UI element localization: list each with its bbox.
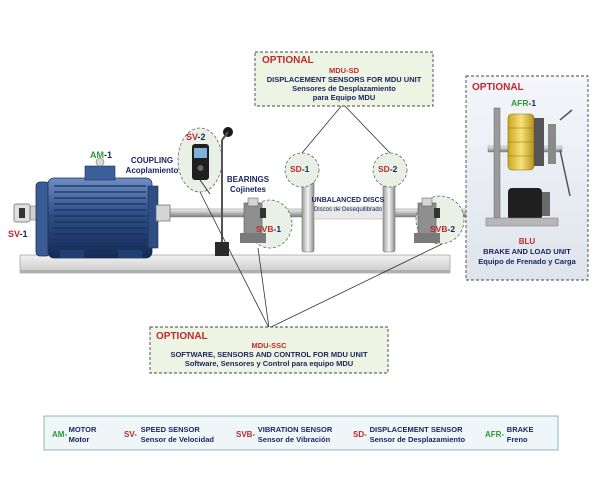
base-plate	[19, 254, 451, 274]
svb2-suffix: -2	[447, 224, 455, 234]
optional-sd-es1: Sensores de Desplazamiento	[292, 84, 396, 93]
legend-label-en: DISPLACEMENT SENSOR	[370, 425, 464, 434]
afr1-label: AFR-1	[511, 98, 536, 108]
bearings-label-en: BEARINGS	[227, 175, 270, 184]
legend-label-en: SPEED SENSOR	[141, 425, 201, 434]
legend-label-es: Sensor de Vibración	[258, 435, 331, 444]
am1-prefix: AM	[90, 150, 104, 160]
sd1-highlight	[284, 152, 320, 188]
discs-label-en: UNBALANCED DISCS	[312, 197, 385, 204]
sd1-suffix: -1	[302, 164, 310, 174]
coupling-label-es: Acoplamiento	[126, 166, 179, 175]
optional-mdu-sd-box: OPTIONAL MDU-SD DISPLACEMENT SENSORS FOR…	[254, 51, 434, 107]
optional-ssc-en: SOFTWARE, SENSORS AND CONTROL FOR MDU UN…	[170, 350, 368, 359]
speed-sensor-sv2	[192, 144, 211, 195]
unbalanced-discs	[301, 179, 396, 253]
coupling	[155, 204, 171, 222]
legend-label-es: Freno	[507, 435, 528, 444]
legend-code: SVB-	[236, 430, 255, 439]
legend-label-es: Motor	[69, 435, 90, 444]
svb1-label: SVB-1	[256, 224, 281, 234]
sv1-prefix: SV	[8, 229, 20, 239]
legend-label-en: MOTOR	[69, 425, 97, 434]
sensor-stand	[215, 127, 233, 256]
optional-ssc-title: OPTIONAL	[156, 331, 208, 342]
bearing-1	[240, 197, 266, 243]
coupling-label-en: COUPLING	[131, 156, 173, 165]
optional-sd-title: OPTIONAL	[262, 55, 314, 66]
optional-sd-code: MDU-SD	[329, 66, 360, 75]
svb1-prefix: SVB	[256, 224, 273, 234]
sv2-label: SV-2	[186, 132, 206, 142]
sd1-prefix: SD	[290, 164, 302, 174]
connector-lines	[199, 103, 443, 329]
svb2-prefix: SVB	[430, 224, 447, 234]
optional-sd-es2: para Equipo MDU	[313, 93, 376, 102]
legend-label-es: Sensor de Desplazamiento	[370, 435, 466, 444]
am1-suffix: -1	[104, 150, 112, 160]
discs-label-es: Discos de Desequilibrado	[314, 207, 383, 213]
sv1-suffix: -1	[20, 229, 28, 239]
sd1-label: SD-1	[290, 164, 310, 174]
optional-blu-title: OPTIONAL	[472, 82, 524, 93]
optional-mdu-ssc-box: OPTIONAL MDU-SSC SOFTWARE, SENSORS AND C…	[149, 326, 389, 374]
optional-blu-es: Equipo de Frenado y Carga	[478, 257, 576, 266]
legend-code: SV-	[124, 430, 137, 439]
speed-sensor-sv1	[13, 203, 31, 223]
legend-code: AFR-	[485, 430, 504, 439]
legend-label-en: BRAKE	[507, 425, 534, 434]
legend-label-en: VIBRATION SENSOR	[258, 425, 333, 434]
sv2-suffix: -2	[198, 132, 206, 142]
optional-ssc-code: MDU-SSC	[252, 341, 288, 350]
sd2-highlight	[372, 152, 408, 188]
legend-code: SD-	[353, 430, 367, 439]
sv2-prefix: SV	[186, 132, 198, 142]
svb1-suffix: -1	[273, 224, 281, 234]
optional-ssc-es: Software, Sensores y Control para equipo…	[185, 359, 353, 368]
bearings-label-es: Cojinetes	[230, 185, 267, 194]
bearing-2	[414, 197, 440, 243]
sd2-prefix: SD	[378, 164, 390, 174]
optional-sd-en: DISPLACEMENT SENSORS FOR MDU UNIT	[267, 75, 422, 84]
motor	[29, 157, 159, 259]
sv1-label: SV-1	[8, 229, 28, 239]
legend-label-es: Sensor de Velocidad	[141, 435, 215, 444]
afr1-suffix: -1	[528, 98, 536, 108]
afr1-prefix: AFR	[511, 98, 528, 108]
sd2-suffix: -2	[390, 164, 398, 174]
brake-unit	[485, 107, 573, 227]
optional-blu-code: BLU	[519, 237, 536, 246]
optional-blu-en: BRAKE AND LOAD UNIT	[483, 247, 571, 256]
am1-label: AM-1	[90, 150, 112, 160]
sd2-label: SD-2	[378, 164, 398, 174]
legend-code: AM-	[52, 430, 67, 439]
svb2-label: SVB-2	[430, 224, 455, 234]
optional-blu-box: OPTIONAL AFR-1 BLU BRAKE AND LOAD UNIT E…	[465, 75, 589, 281]
